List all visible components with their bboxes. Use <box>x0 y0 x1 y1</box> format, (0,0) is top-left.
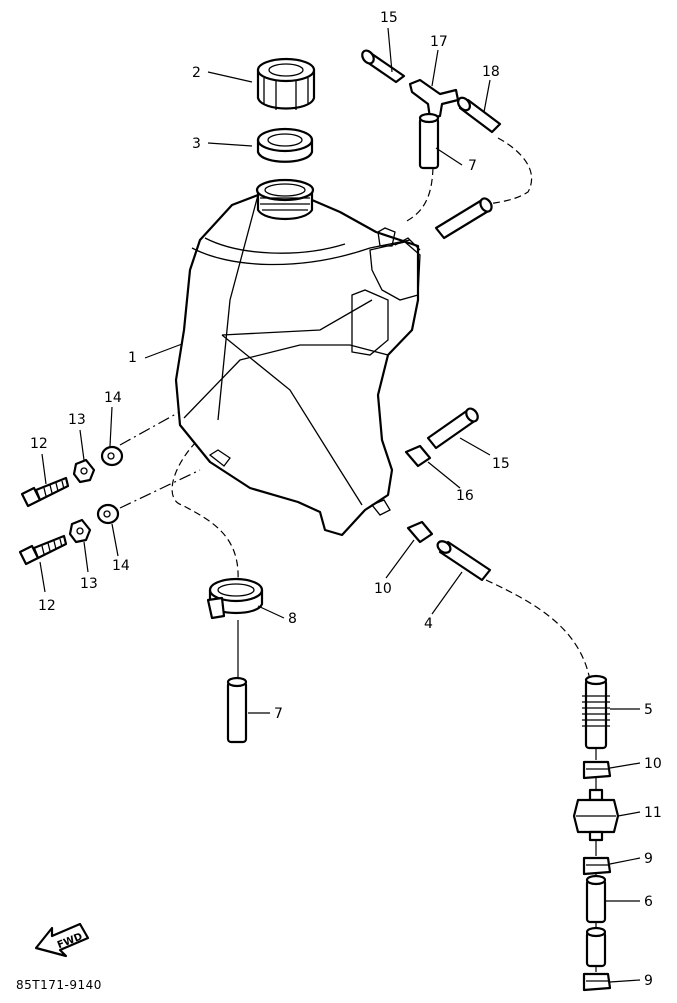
callout-hose-18: 18 <box>482 64 500 80</box>
callout-hose-15-top: 15 <box>380 10 398 26</box>
hose-6-part <box>585 874 607 924</box>
callout-cap: 2 <box>192 65 201 81</box>
callout-clip-16: 16 <box>456 488 474 504</box>
clip-10-right-part <box>582 760 612 780</box>
callout-clip-10-left: 10 <box>374 581 392 597</box>
callout-washer-13-upper: 13 <box>68 412 86 428</box>
bolt-12-lower-part <box>18 534 68 566</box>
breather-hose-18-part <box>456 96 502 134</box>
fuel-cap-part <box>256 57 316 110</box>
hose-15-mid-part <box>426 407 479 450</box>
washer-13-upper-part <box>72 458 96 484</box>
callout-clip-9-b: 9 <box>644 973 653 989</box>
callout-labels: 1 2 3 15 17 18 7 12 13 14 15 16 10 4 8 7… <box>30 10 662 989</box>
callout-hose-7-upper: 7 <box>468 158 477 174</box>
hose-7-upper-part <box>418 112 440 170</box>
bolt-12-upper-part <box>20 476 70 508</box>
callout-hose-15-mid: 15 <box>492 456 510 472</box>
vent-hose-part <box>434 197 493 240</box>
callout-clamp-8: 8 <box>288 611 297 627</box>
clip-9-b-part <box>582 972 612 992</box>
callout-gasket: 3 <box>192 136 201 152</box>
forward-arrow-icon: FWD <box>34 922 90 958</box>
fuel-filter-11-part <box>572 788 620 842</box>
callout-tank: 1 <box>128 350 137 366</box>
grommet-14-lower-part <box>96 503 120 525</box>
callout-clip-10-right: 10 <box>644 756 662 772</box>
cap-gasket-part <box>256 127 314 163</box>
hose-6-segment-part <box>585 926 607 968</box>
clip-10-left-part <box>406 520 434 544</box>
callout-hose-5: 5 <box>644 702 653 718</box>
callout-filter: 11 <box>644 805 662 821</box>
callout-washer-13-lower: 13 <box>80 576 98 592</box>
callout-bolt-12-lower: 12 <box>38 598 56 614</box>
breather-hose-15-part <box>361 49 406 84</box>
hose-7-lower-part <box>226 676 248 744</box>
callout-hose-4: 4 <box>424 616 433 632</box>
grommet-14-upper-part <box>100 445 124 467</box>
callout-hose-7-lower: 7 <box>274 706 283 722</box>
callout-clip-9-a: 9 <box>644 851 653 867</box>
callout-joint-17: 17 <box>430 34 448 50</box>
callout-grommet-14-lower: 14 <box>112 558 130 574</box>
callout-grommet-14-upper: 14 <box>104 390 122 406</box>
washer-13-lower-part <box>68 518 92 544</box>
corrugated-hose-5-part <box>582 674 610 750</box>
clip-16-part <box>404 444 432 468</box>
tee-joint-17-part <box>408 78 460 120</box>
fuel-tank-part <box>174 178 421 537</box>
band-clamp-8-part <box>206 577 264 620</box>
fuel-hose-4-part <box>436 540 492 582</box>
callout-bolt-12-upper: 12 <box>30 436 48 452</box>
catalog-code: 85T171-9140 <box>16 978 102 992</box>
leader-lines <box>39 27 641 983</box>
clip-9-a-part <box>582 856 612 876</box>
callout-hose-6: 6 <box>644 894 653 910</box>
